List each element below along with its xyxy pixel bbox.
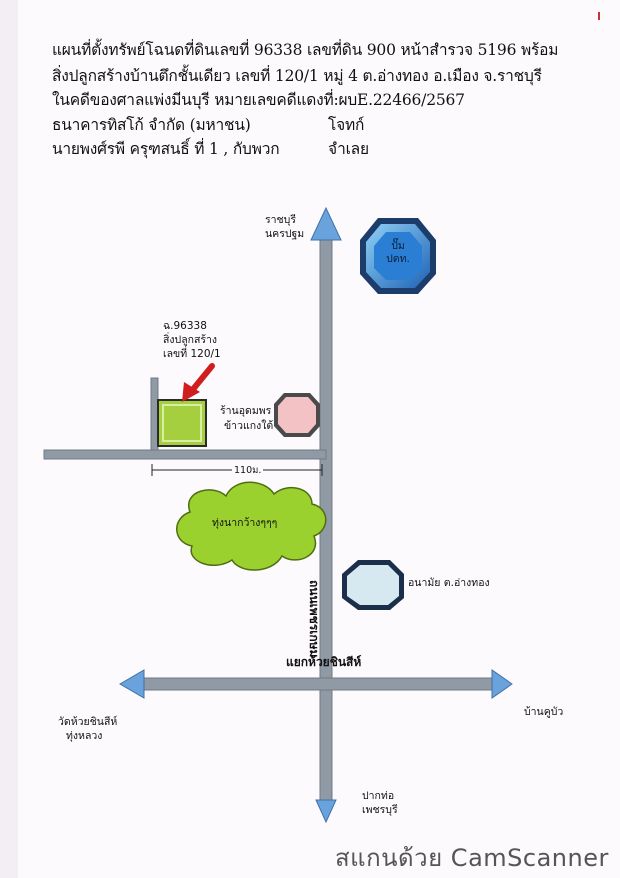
restaurant-marker bbox=[274, 393, 320, 437]
intersection-label: แยกห้วยชินสีห์ bbox=[286, 655, 362, 669]
rice-field-label: ทุ่งนากว้างๆๆๆ bbox=[212, 517, 278, 529]
defendant-name: นายพงศ์รพี ครุฑสนธิ์ ที่ 1 , กับพวก bbox=[52, 140, 280, 158]
property-pointer-arrow bbox=[182, 363, 215, 402]
west-arrow bbox=[119, 669, 145, 699]
property-label-number: เลขที่ 120/1 bbox=[163, 348, 221, 360]
east-arrow bbox=[491, 669, 513, 699]
property-label-building: สิ่งปลูกสร้าง bbox=[163, 334, 218, 346]
page-edge-shadow bbox=[0, 0, 18, 878]
defendant-role: จำเลย bbox=[328, 140, 369, 158]
south-arrow bbox=[315, 799, 337, 824]
header-line-3: ในคดีของศาลแพ่งมีนบุรี หมายเลขคดีแดงที่:… bbox=[52, 91, 465, 109]
north-arrow bbox=[310, 206, 342, 241]
health-center-marker bbox=[342, 560, 404, 610]
plaintiff-role: โจทก์ bbox=[328, 116, 365, 134]
property-label-deed: ฉ.96338 bbox=[163, 320, 207, 332]
east-destination-label: บ้านคูบัว bbox=[524, 706, 564, 718]
restaurant-label-2: ข้าวแกงใต้ bbox=[224, 420, 274, 432]
property-plot bbox=[157, 399, 207, 447]
distance-label: 110ม. bbox=[232, 464, 264, 477]
red-ink-mark bbox=[598, 12, 600, 20]
rice-field-blob bbox=[176, 481, 327, 571]
north-destination-label-2: นครปฐม bbox=[265, 228, 305, 240]
main-road-label: ถนนเพชรเกษม bbox=[307, 580, 321, 658]
header-line-2: สิ่งปลูกสร้างบ้านตึกชั้นเดียว เลขที่ 120… bbox=[52, 67, 542, 85]
north-destination-label-1: ราชบุรี bbox=[265, 214, 296, 226]
west-destination-label-1: วัดห้วยชินสีห์ bbox=[58, 716, 118, 728]
west-destination-label-2: ทุ่งหลวง bbox=[66, 730, 103, 742]
cross-road-horizontal bbox=[119, 669, 513, 699]
scanner-watermark: สแกนด้วย CamScanner bbox=[335, 844, 609, 872]
restaurant-label-1: ร้านอุดมพร bbox=[220, 405, 272, 417]
south-destination-label-1: ปากท่อ bbox=[362, 790, 395, 802]
plaintiff-name: ธนาคารทิสโก้ จำกัด (มหาชน) bbox=[52, 116, 251, 134]
gas-station-marker bbox=[360, 218, 436, 294]
health-center-label: อนามัย ต.อ่างทอง bbox=[408, 577, 490, 589]
south-destination-label-2: เพชรบุรี bbox=[362, 804, 398, 816]
header-line-1: แผนที่ตั้งทรัพย์โฉนดที่ดินเลขที่ 96338 เ… bbox=[52, 41, 559, 59]
gas-station-label: ปั๊ม ปตท. bbox=[386, 240, 410, 265]
